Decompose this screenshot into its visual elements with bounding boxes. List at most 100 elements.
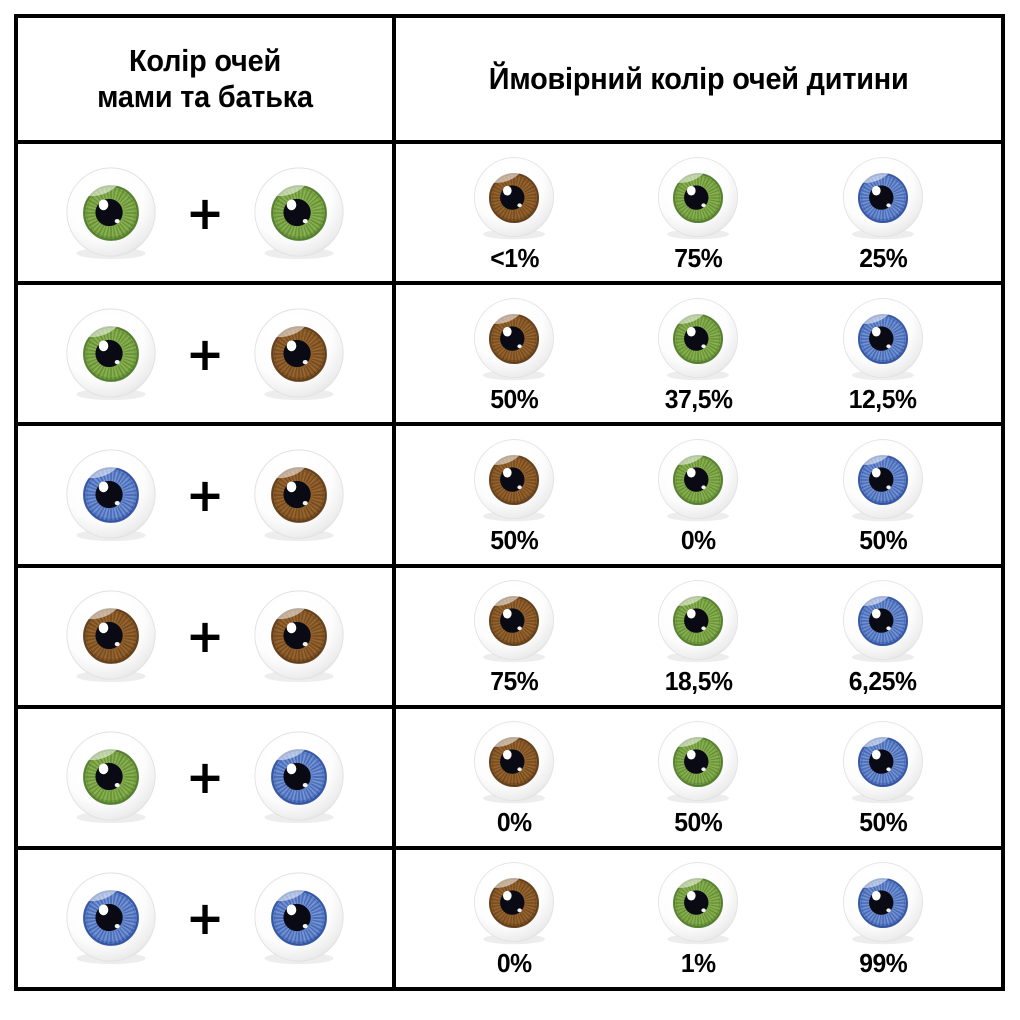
probability-label: 75%: [490, 666, 539, 697]
green-eye-icon: [655, 437, 741, 523]
child-probabilities-cell: 0% 50%: [396, 709, 1001, 846]
blue-eye-icon: [63, 447, 159, 543]
table-row: +: [18, 567, 1001, 709]
header-child-label: Ймовірний колір очей дитини: [488, 61, 909, 97]
blue-eye-icon: [63, 870, 159, 966]
father-eye-slot: [240, 165, 358, 261]
child-probabilities-cell: <1% 75%: [396, 144, 1001, 281]
brown-eye-icon: [251, 588, 347, 684]
child-outcome: 37,5%: [623, 285, 773, 422]
brown-eye-icon: [251, 447, 347, 543]
parents-cell: +: [18, 567, 396, 705]
brown-eye-icon: [471, 296, 557, 382]
father-eye-slot: [240, 306, 358, 402]
green-eye-icon: [63, 165, 159, 261]
child-outcome: <1%: [439, 144, 589, 281]
father-eye-slot: [240, 588, 358, 684]
table-header-row: Колір очей мами та батька Ймовірний колі…: [18, 18, 1001, 144]
child-probabilities-cell: 75% 18,5%: [396, 568, 1001, 705]
child-outcome: 50%: [439, 426, 589, 563]
child-outcome: 6,25%: [808, 568, 958, 705]
table-row: +: [18, 285, 1001, 427]
probability-label: 25%: [858, 242, 907, 273]
green-eye-icon: [655, 296, 741, 382]
child-probabilities-cell: 0% 1%: [396, 850, 1001, 987]
child-outcome: 0%: [439, 709, 589, 846]
brown-eye-icon: [471, 155, 557, 241]
green-eye-icon: [63, 729, 159, 825]
blue-eye-icon: [251, 729, 347, 825]
parents-cell: +: [18, 849, 396, 988]
child-outcome: 18,5%: [623, 568, 773, 705]
father-eye-slot: [240, 729, 358, 825]
table-row: +: [18, 849, 1001, 988]
green-eye-icon: [655, 719, 741, 805]
header-parents-label: Колір очей мами та батька: [97, 43, 313, 115]
probability-label: 75%: [674, 242, 723, 273]
brown-eye-icon: [471, 578, 557, 664]
blue-eye-icon: [840, 719, 926, 805]
probability-label: 0%: [681, 524, 716, 555]
plus-icon: +: [185, 750, 225, 805]
probability-label: 37,5%: [664, 383, 733, 414]
eye-color-table: Колір очей мами та батька Ймовірний колі…: [14, 14, 1005, 991]
child-outcome: 75%: [623, 144, 773, 281]
plus-icon: +: [185, 467, 225, 522]
blue-eye-icon: [840, 860, 926, 946]
child-outcome: 99%: [808, 850, 958, 987]
brown-eye-icon: [471, 719, 557, 805]
mother-eye-slot: [52, 165, 170, 261]
child-outcome: 50%: [623, 709, 773, 846]
probability-label: 12,5%: [848, 383, 917, 414]
table-body: +: [18, 144, 1001, 988]
parents-cell: +: [18, 285, 396, 423]
child-probabilities-cell: 50% 0%: [396, 426, 1001, 563]
father-eye-slot: [240, 447, 358, 543]
blue-eye-icon: [840, 578, 926, 664]
header-parents-line1: Колір очей: [129, 43, 281, 79]
parents-cell: +: [18, 426, 396, 564]
brown-eye-icon: [63, 588, 159, 684]
mother-eye-slot: [52, 447, 170, 543]
child-outcome: 12,5%: [808, 285, 958, 422]
child-probabilities-cell: 50% 37,5%: [396, 285, 1001, 422]
blue-eye-icon: [251, 870, 347, 966]
probability-label: 50%: [490, 524, 539, 555]
child-outcome: 75%: [439, 568, 589, 705]
mother-eye-slot: [52, 729, 170, 825]
brown-eye-icon: [251, 306, 347, 402]
child-outcome: 0%: [623, 426, 773, 563]
mother-eye-slot: [52, 588, 170, 684]
plus-icon: +: [185, 891, 225, 946]
probability-label: 50%: [674, 807, 723, 838]
probability-label: 1%: [681, 948, 716, 979]
parents-cell: +: [18, 708, 396, 846]
brown-eye-icon: [471, 860, 557, 946]
green-eye-icon: [63, 306, 159, 402]
green-eye-icon: [655, 578, 741, 664]
plus-icon: +: [185, 185, 225, 240]
child-outcome: 50%: [808, 426, 958, 563]
header-cell-parents: Колір очей мами та батька: [18, 18, 396, 140]
parents-cell: +: [18, 144, 396, 282]
mother-eye-slot: [52, 870, 170, 966]
child-outcome: 50%: [808, 709, 958, 846]
probability-label: 0%: [496, 807, 532, 838]
plus-icon: +: [185, 609, 225, 664]
mother-eye-slot: [52, 306, 170, 402]
probability-label: 50%: [490, 383, 539, 414]
child-outcome: 1%: [623, 850, 773, 987]
probability-label: 6,25%: [848, 666, 917, 697]
child-outcome: 0%: [439, 850, 589, 987]
green-eye-icon: [251, 165, 347, 261]
probability-label: 0%: [496, 948, 532, 979]
probability-label: 99%: [858, 948, 907, 979]
probability-label: 50%: [858, 524, 907, 555]
brown-eye-icon: [471, 437, 557, 523]
green-eye-icon: [655, 860, 741, 946]
probability-label: 50%: [858, 807, 907, 838]
header-parents-line2: мами та батька: [97, 79, 313, 114]
child-outcome: 50%: [439, 285, 589, 422]
blue-eye-icon: [840, 296, 926, 382]
